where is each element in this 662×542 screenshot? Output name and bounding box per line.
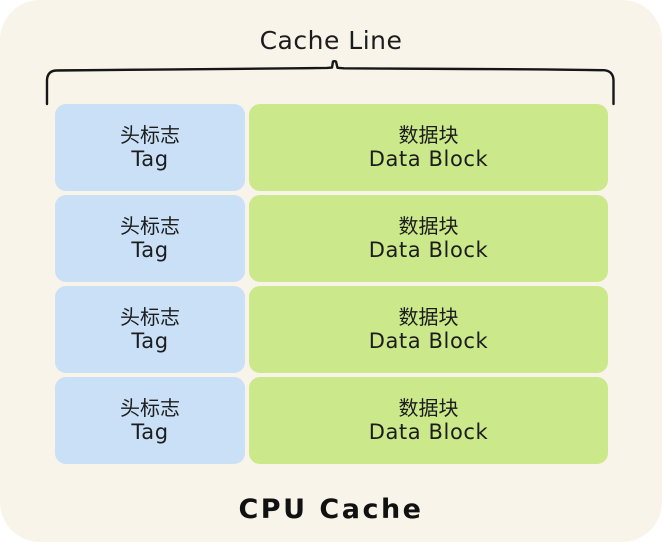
data-block-cell-label-zh: 数据块 — [398, 122, 459, 147]
data-block-cell: 数据块 Data Block — [249, 195, 608, 282]
tag-cell: 头标志 Tag — [55, 195, 245, 282]
diagram-title: CPU Cache — [238, 494, 424, 525]
tag-cell-label-zh: 头标志 — [120, 395, 180, 420]
cache-line-row: 头标志 Tag 数据块 Data Block — [55, 286, 608, 373]
tag-cell-label-en: Tag — [131, 419, 169, 444]
data-block-cell-label-zh: 数据块 — [398, 395, 459, 420]
tag-cell-label-zh: 头标志 — [120, 304, 180, 329]
tag-cell-label-zh: 头标志 — [120, 122, 180, 147]
data-block-cell-label-en: Data Block — [368, 328, 489, 353]
tag-cell: 头标志 Tag — [55, 104, 245, 191]
cache-line-row: 头标志 Tag 数据块 Data Block — [55, 104, 608, 191]
tag-cell-label-zh: 头标志 — [120, 213, 180, 238]
data-block-cell: 数据块 Data Block — [249, 104, 608, 191]
data-block-cell-label-en: Data Block — [368, 237, 489, 262]
cache-line-label: Cache Line — [259, 26, 403, 55]
cache-line-row: 头标志 Tag 数据块 Data Block — [55, 195, 608, 282]
data-block-cell: 数据块 Data Block — [249, 377, 608, 464]
tag-cell-label-en: Tag — [131, 146, 169, 171]
data-block-cell: 数据块 Data Block — [249, 286, 608, 373]
cache-line-row: 头标志 Tag 数据块 Data Block — [55, 377, 608, 464]
tag-cell-label-en: Tag — [131, 237, 169, 262]
data-block-cell-label-en: Data Block — [368, 419, 489, 444]
tag-cell: 头标志 Tag — [55, 286, 245, 373]
data-block-cell-label-en: Data Block — [368, 146, 489, 171]
data-block-cell-label-zh: 数据块 — [398, 213, 459, 238]
cache-line-brace-icon — [45, 60, 615, 106]
tag-cell: 头标志 Tag — [55, 377, 245, 464]
tag-cell-label-en: Tag — [131, 328, 169, 353]
cache-line-list: 头标志 Tag 数据块 Data Block 头标志 Tag 数据块 Data … — [55, 104, 608, 464]
data-block-cell-label-zh: 数据块 — [398, 304, 459, 329]
